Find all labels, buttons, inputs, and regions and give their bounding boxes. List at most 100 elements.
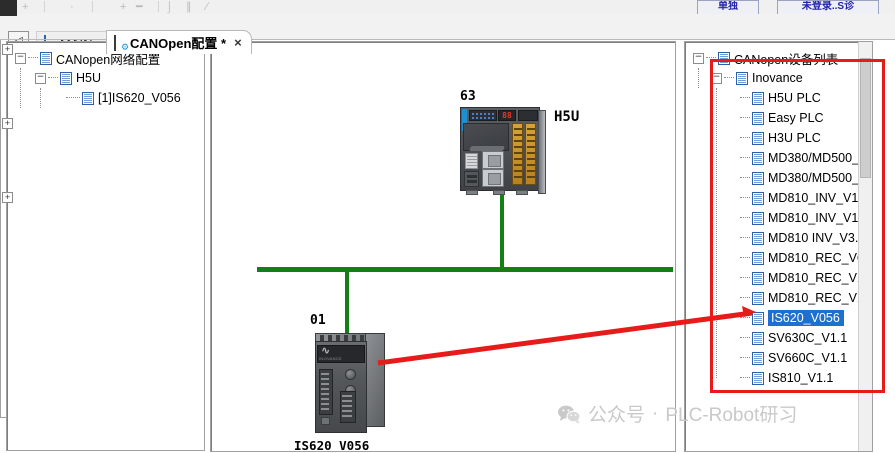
canbus-trunk-line xyxy=(257,267,673,272)
tab-close-icon[interactable]: × xyxy=(234,35,242,50)
tree-connector xyxy=(740,217,750,219)
annotation-highlight-box xyxy=(710,59,885,393)
secondary-expander-1[interactable]: + xyxy=(2,44,13,55)
device-item-icon xyxy=(752,131,764,145)
tree-connector xyxy=(740,177,750,179)
watermark-text: PLC-Robot研习 xyxy=(665,405,798,426)
device-list-item-2[interactable]: H3U PLC xyxy=(691,128,872,148)
tree-connector xyxy=(66,97,80,99)
device-item-label: SV630C_V1.1 xyxy=(768,331,848,345)
tree-node-is620[interactable]: [1]IS620_V056 xyxy=(13,88,204,108)
expander-icon[interactable]: − xyxy=(15,51,26,64)
tab-canopen-config-label: CANOpen配置 * xyxy=(130,36,227,51)
tab-canopen-config[interactable]: ⚙ CANOpen配置 * × xyxy=(106,30,252,54)
toolbar-icon-plus-2[interactable]: + xyxy=(120,1,127,13)
device-item-icon xyxy=(752,251,764,265)
tree-node-label: H5U xyxy=(76,71,102,85)
device-list-scrollbar[interactable] xyxy=(858,42,872,451)
scrollbar-thumb[interactable] xyxy=(860,58,871,178)
device-item-label: MD380/MD500_V xyxy=(768,171,868,185)
device-list-item-8[interactable]: MD810_REC_VC.2 xyxy=(691,248,872,268)
plc-connector-block xyxy=(464,171,479,187)
device-list-item-14[interactable]: IS810_V1.1 xyxy=(691,368,872,388)
secondary-panel-header xyxy=(0,0,17,16)
is620-servo-device[interactable]: ∿ INOVANCE xyxy=(307,333,391,435)
device-item-label: IS620_V056 xyxy=(768,310,844,326)
toolbar-button-left[interactable]: 单独 xyxy=(697,0,759,14)
device-list-item-4[interactable]: MD380/MD500_V xyxy=(691,168,872,188)
tree-connector xyxy=(48,77,58,79)
tree-connector xyxy=(706,57,716,59)
tree-connector xyxy=(740,297,750,299)
wechat-icon xyxy=(557,404,581,424)
plc-right-edge xyxy=(538,110,546,194)
plc-ethernet-port-2 xyxy=(482,169,504,187)
servo-side-panel xyxy=(365,333,385,427)
toolbar-icon-plus[interactable]: + xyxy=(22,1,29,13)
servo-bottom-port xyxy=(321,417,330,425)
slave-node-id-label: 01 xyxy=(310,313,326,328)
tree-connector xyxy=(740,257,750,259)
tree-connector xyxy=(740,157,750,159)
toolbar-button-right[interactable]: 未登录..S诊 xyxy=(777,0,879,14)
network-config-tree: − CANopen网络配置 − H5U [1]IS620_V056 xyxy=(7,42,204,108)
plc-ethernet-port-1 xyxy=(482,151,504,169)
toolbar-strip: ⊤ + · + ━ ⌡ ∥ ∕ 单独 未登录..S诊 xyxy=(0,0,895,15)
canopen-config-icon: ⚙ xyxy=(114,34,129,51)
servo-connector-cn1 xyxy=(319,369,333,415)
servo-knob-upper xyxy=(345,369,356,380)
device-item-icon xyxy=(752,231,764,245)
tree-guide-line-2 xyxy=(40,88,42,108)
plc-foot-mid xyxy=(493,190,505,195)
device-item-label: H5U PLC xyxy=(768,91,821,105)
servo-brand-text: INOVANCE xyxy=(319,356,342,361)
device-item-icon xyxy=(752,171,764,185)
device-list-item-12[interactable]: SV630C_V1.1 xyxy=(691,328,872,348)
tab-bar-baseline xyxy=(0,39,895,40)
device-list-item-9[interactable]: MD810_REC_V12. xyxy=(691,268,872,288)
toolbar-icon-2[interactable]: · xyxy=(70,1,74,13)
secondary-expander-2[interactable]: + xyxy=(2,118,13,129)
vendor-folder-icon xyxy=(736,71,748,85)
plc-terminal-strip-2 xyxy=(525,123,536,185)
device-list-item-13[interactable]: SV660C_V1.1 xyxy=(691,348,872,368)
plc-terminal-strip-1 xyxy=(512,123,523,185)
device-list-item-10[interactable]: MD810_REC_V13. xyxy=(691,288,872,308)
toolbar-icon-3[interactable]: ━ xyxy=(136,1,143,13)
device-list-item-1[interactable]: Easy PLC xyxy=(691,108,872,128)
tree-guide-line-1 xyxy=(698,68,700,88)
plc-led-matrix-left xyxy=(469,110,497,121)
h5u-plc-device[interactable]: 88 xyxy=(460,107,546,195)
secondary-expander-3[interactable]: + xyxy=(2,192,13,203)
plc-foot-right xyxy=(516,190,528,195)
tree-node-h5u[interactable]: − H5U xyxy=(13,68,204,88)
toolbar-separator-3 xyxy=(158,1,159,12)
toolbar-separator-2 xyxy=(92,1,93,12)
device-item-icon xyxy=(752,371,764,385)
device-item-icon xyxy=(752,331,764,345)
network-topology-canvas[interactable]: 63 H5U 88 xyxy=(210,41,676,452)
expander-icon[interactable]: − xyxy=(35,71,46,84)
tree-node-canopen-network[interactable]: − CANopen网络配置 xyxy=(13,48,204,68)
device-list-item-3[interactable]: MD380/MD500_V xyxy=(691,148,872,168)
tree-guide-line-2 xyxy=(716,88,718,378)
device-list-item-7[interactable]: MD810 INV_V3.0 xyxy=(691,228,872,248)
toolbar-icon-4[interactable]: ⌡ xyxy=(166,1,173,13)
device-list-item-6[interactable]: MD810_INV_V1.5 xyxy=(691,208,872,228)
toolbar-separator-1 xyxy=(44,1,45,12)
device-item-label: Inovance xyxy=(752,71,803,85)
slave-node-icon xyxy=(82,91,94,105)
device-item-icon xyxy=(752,271,764,285)
device-list-item-0[interactable]: H5U PLC xyxy=(691,88,872,108)
tab-bar: ◁ MAIN ⚙ CANOpen配置 * × xyxy=(0,14,895,54)
device-item-label: MD810_INV_V1.2 xyxy=(768,191,869,205)
device-list-item-5[interactable]: MD810_INV_V1.2 xyxy=(691,188,872,208)
device-item-label: MD810_REC_V13. xyxy=(768,291,872,305)
device-list-item-11[interactable]: IS620_V056 xyxy=(691,308,872,328)
expander-placeholder xyxy=(55,94,64,103)
expander-icon[interactable]: − xyxy=(693,51,704,64)
plc-blue-accent xyxy=(462,109,467,131)
toolbar-icon-6[interactable]: ∕ xyxy=(206,1,208,13)
toolbar-icon-5[interactable]: ∥ xyxy=(186,1,192,13)
